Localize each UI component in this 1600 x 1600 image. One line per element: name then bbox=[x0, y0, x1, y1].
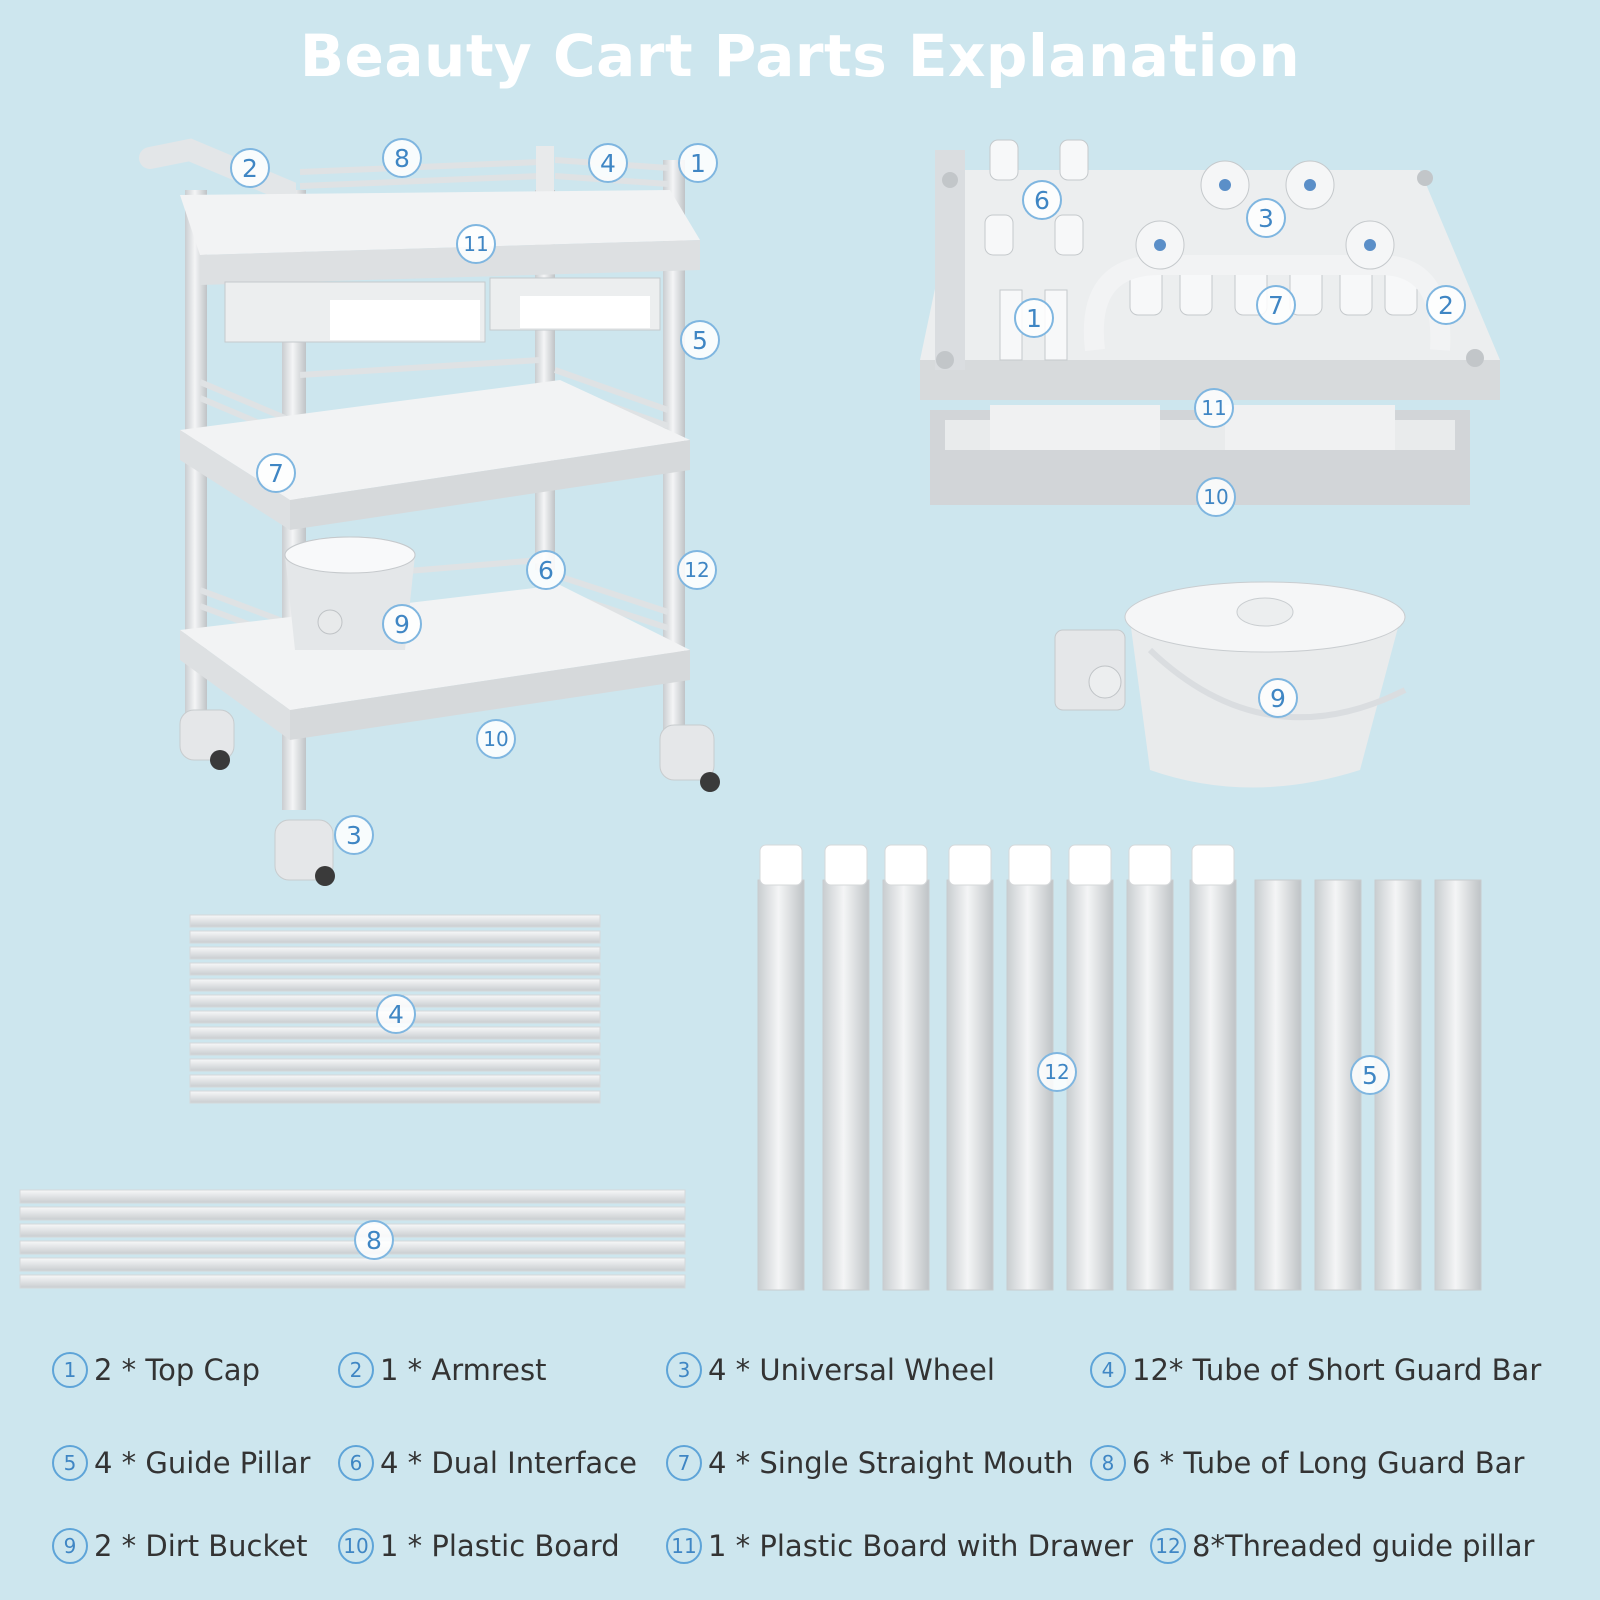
legend-item: 8 6 * Tube of Long Guard Bar bbox=[1090, 1445, 1524, 1481]
legend-text: 6 * Tube of Long Guard Bar bbox=[1132, 1446, 1525, 1480]
assembled-cart bbox=[139, 138, 720, 886]
legend-number: 3 bbox=[666, 1352, 702, 1388]
callout-8-long-guard-bar: 8 bbox=[382, 138, 422, 178]
legend-item: 2 1 * Armrest bbox=[338, 1352, 547, 1388]
legend-item: 7 4 * Single Straight Mouth bbox=[666, 1445, 1074, 1481]
legend-text: 8*Threaded guide pillar bbox=[1192, 1529, 1535, 1563]
legend-number: 5 bbox=[52, 1445, 88, 1481]
pillars-callout-12: 12 bbox=[1037, 1052, 1077, 1092]
legend-item: 6 4 * Dual Interface bbox=[338, 1445, 637, 1481]
legend-item: 10 1 * Plastic Board bbox=[338, 1528, 620, 1564]
pillar-caps bbox=[759, 844, 1235, 886]
legend-number: 7 bbox=[666, 1445, 702, 1481]
legend-text: 1 * Plastic Board with Drawer bbox=[708, 1529, 1134, 1563]
box-callout-11: 11 bbox=[1194, 388, 1234, 428]
legend-text: 1 * Armrest bbox=[380, 1353, 547, 1387]
legend-number: 1 bbox=[52, 1352, 88, 1388]
legend-text: 4 * Universal Wheel bbox=[708, 1353, 995, 1387]
legend-number: 8 bbox=[1090, 1445, 1126, 1481]
callout-11-board-with-drawer: 11 bbox=[456, 224, 496, 264]
box-callout-1: 1 bbox=[1014, 298, 1054, 338]
rods-callout-8: 8 bbox=[354, 1220, 394, 1260]
box-callout-10: 10 bbox=[1196, 477, 1236, 517]
legend-text: 12* Tube of Short Guard Bar bbox=[1132, 1353, 1542, 1387]
dirt-bucket-part bbox=[1054, 581, 1407, 788]
callout-10-plastic-board: 10 bbox=[476, 719, 516, 759]
pillars bbox=[757, 879, 1482, 1291]
callout-7-single-straight-mouth: 7 bbox=[256, 453, 296, 493]
box-callout-6: 6 bbox=[1022, 180, 1062, 220]
legend-item: 9 2 * Dirt Bucket bbox=[52, 1528, 307, 1564]
box-callout-7: 7 bbox=[1256, 285, 1296, 325]
legend-number: 6 bbox=[338, 1445, 374, 1481]
pillars-callout-5: 5 bbox=[1350, 1055, 1390, 1095]
legend-number: 12 bbox=[1150, 1528, 1186, 1564]
callout-4-short-guard-bar: 4 bbox=[588, 143, 628, 183]
legend-item: 5 4 * Guide Pillar bbox=[52, 1445, 310, 1481]
legend-item: 11 1 * Plastic Board with Drawer bbox=[666, 1528, 1133, 1564]
legend-item: 12 8*Threaded guide pillar bbox=[1150, 1528, 1534, 1564]
callout-9-dirt-bucket: 9 bbox=[382, 604, 422, 644]
page-title: Beauty Cart Parts Explanation bbox=[299, 22, 1301, 90]
callout-3-universal-wheel: 3 bbox=[334, 815, 374, 855]
box-callout-2: 2 bbox=[1426, 285, 1466, 325]
legend-text: 2 * Top Cap bbox=[94, 1353, 260, 1387]
legend-number: 2 bbox=[338, 1352, 374, 1388]
bucket-callout-9: 9 bbox=[1258, 678, 1298, 718]
legend-text: 4 * Guide Pillar bbox=[94, 1446, 311, 1480]
legend-item: 3 4 * Universal Wheel bbox=[666, 1352, 995, 1388]
callout-2-armrest: 2 bbox=[230, 148, 270, 188]
disassembled-parts-box bbox=[920, 139, 1500, 505]
parts-illustration bbox=[19, 138, 1500, 1291]
callout-5-guide-pillar: 5 bbox=[680, 320, 720, 360]
rods-callout-4: 4 bbox=[376, 994, 416, 1034]
legend-text: 4 * Single Straight Mouth bbox=[708, 1446, 1074, 1480]
legend-number: 9 bbox=[52, 1528, 88, 1564]
legend-text: 4 * Dual Interface bbox=[380, 1446, 637, 1480]
legend-number: 10 bbox=[338, 1528, 374, 1564]
callout-1-top-cap: 1 bbox=[678, 143, 718, 183]
callout-12-threaded-pillar: 12 bbox=[677, 550, 717, 590]
legend-number: 4 bbox=[1090, 1352, 1126, 1388]
legend-text: 2 * Dirt Bucket bbox=[94, 1529, 308, 1563]
long-guard-bars bbox=[19, 1189, 686, 1289]
legend-number: 11 bbox=[666, 1528, 702, 1564]
legend-item: 4 12* Tube of Short Guard Bar bbox=[1090, 1352, 1541, 1388]
box-callout-3: 3 bbox=[1246, 198, 1286, 238]
legend-text: 1 * Plastic Board bbox=[380, 1529, 620, 1563]
callout-6-dual-interface: 6 bbox=[526, 550, 566, 590]
legend-item: 1 2 * Top Cap bbox=[52, 1352, 260, 1388]
